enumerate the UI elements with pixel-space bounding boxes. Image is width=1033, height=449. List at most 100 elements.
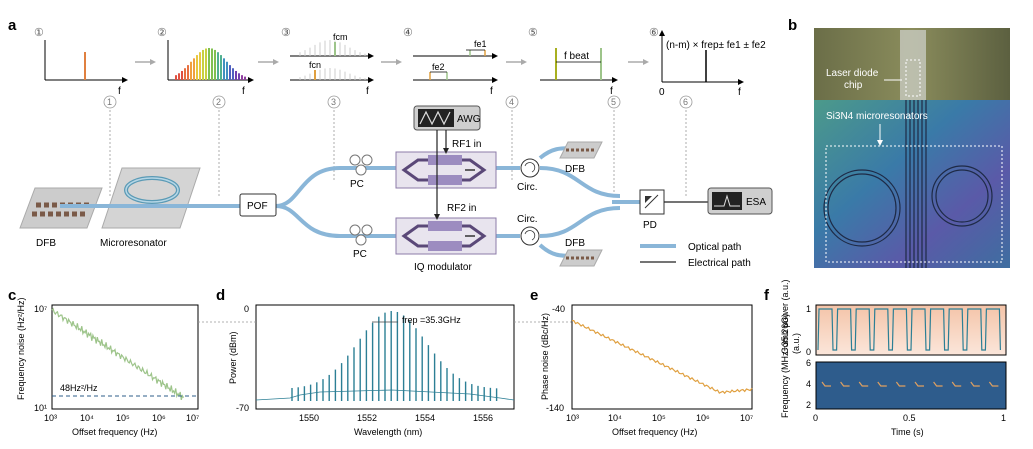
svg-text:6: 6 bbox=[806, 358, 811, 368]
frequency-trace bbox=[970, 381, 980, 387]
svg-text:10⁶: 10⁶ bbox=[152, 413, 166, 423]
arrow-5-6 bbox=[628, 59, 649, 65]
svg-text:10⁴: 10⁴ bbox=[608, 413, 622, 423]
awg-label: AWG bbox=[457, 114, 481, 125]
comb-spectrum-trace bbox=[255, 311, 515, 401]
svg-text:10⁶: 10⁶ bbox=[696, 413, 710, 423]
phase-noise-trace bbox=[572, 320, 753, 395]
c-ytick-top: 10⁷ bbox=[34, 304, 47, 314]
stage-2-spectrum: f bbox=[167, 40, 254, 97]
microresonators-label: Si3N4 microresonators bbox=[826, 111, 928, 122]
svg-text:10³: 10³ bbox=[566, 413, 579, 423]
iq-modulator-top bbox=[395, 151, 497, 189]
rf2-label: RF2 in bbox=[447, 203, 476, 214]
frequency-trace bbox=[840, 381, 850, 387]
e-ylabel: Phase noise (dBc/Hz) bbox=[540, 313, 550, 400]
svg-text:f: f bbox=[738, 87, 741, 98]
svg-text:0: 0 bbox=[659, 87, 665, 98]
panel-f-plot: 1 0 6 4 2 0 0.5 1 Time (s) Comb power (a… bbox=[780, 279, 1007, 437]
svg-text:f: f bbox=[490, 86, 493, 97]
pof-label: POF bbox=[247, 201, 268, 212]
dfb-top-label: DFB bbox=[565, 164, 585, 175]
f-ylabel-top: Comb power (a.u.) bbox=[780, 279, 790, 354]
svg-text:10³: 10³ bbox=[44, 413, 57, 423]
panel-label-e: e bbox=[530, 287, 538, 304]
legend-electrical: Electrical path bbox=[688, 258, 751, 269]
frequency-trace bbox=[858, 381, 869, 387]
svg-text:-40: -40 bbox=[552, 304, 565, 314]
circ-top-label: Circ. bbox=[517, 182, 538, 193]
circ-bottom-label: Circ. bbox=[517, 214, 538, 225]
chip-photo: Laser diode chip Si3N4 microresonators bbox=[814, 28, 1010, 268]
panel-label-d: d bbox=[216, 287, 225, 304]
svg-text:4: 4 bbox=[806, 379, 811, 389]
fbeat-label: f beat bbox=[564, 51, 589, 62]
stage-3-number: ③ bbox=[281, 27, 291, 39]
laser-diode-label: Laser diode bbox=[826, 68, 879, 79]
dfb-bottom-right: DFB bbox=[559, 238, 603, 267]
f-ylabel-top-unit: (a.u.) bbox=[791, 333, 801, 354]
frequency-noise-trace bbox=[51, 307, 185, 401]
frequency-trace bbox=[895, 381, 906, 387]
svg-text:10⁴: 10⁴ bbox=[80, 413, 94, 423]
stage-1-spectrum: f bbox=[44, 40, 128, 97]
arrow-4-5 bbox=[506, 59, 527, 65]
svg-text:0: 0 bbox=[806, 347, 811, 357]
fcn-label: fcn bbox=[309, 60, 321, 70]
f-xlabel: Time (s) bbox=[891, 427, 924, 437]
microresonator-chip: Microresonator bbox=[100, 167, 201, 249]
svg-text:0: 0 bbox=[813, 413, 818, 423]
frequency-trace bbox=[988, 381, 999, 387]
awg: AWG RF1 in RF2 in bbox=[413, 105, 481, 220]
svg-text:f: f bbox=[366, 86, 369, 97]
svg-text:1550: 1550 bbox=[299, 413, 319, 423]
svg-text:0.5: 0.5 bbox=[903, 413, 916, 423]
dfb-left-label: DFB bbox=[36, 238, 56, 249]
svg-text:2: 2 bbox=[216, 97, 221, 107]
panel-e-plot: -40 -140 10³ 10⁴ 10⁵ 10⁶ 10⁷ Offset freq… bbox=[540, 304, 753, 437]
svg-text:f: f bbox=[118, 86, 121, 97]
svg-text:2: 2 bbox=[806, 400, 811, 410]
panel-d-plot: frep =35.3GHz 0 -70 1550 1552 1554 1556 … bbox=[228, 304, 515, 437]
photodetector: PD bbox=[639, 189, 665, 231]
pc-top-label: PC bbox=[350, 179, 364, 190]
microresonator-label: Microresonator bbox=[100, 238, 167, 249]
svg-text:1552: 1552 bbox=[357, 413, 377, 423]
legend-optical: Optical path bbox=[688, 242, 741, 253]
comb-power-trace bbox=[817, 308, 1001, 351]
stage-2-number: ② bbox=[157, 27, 167, 39]
probe-markers: 1 2 3 4 5 6 bbox=[103, 95, 693, 198]
frequency-trace bbox=[821, 381, 831, 387]
svg-text:10⁵: 10⁵ bbox=[116, 413, 130, 423]
stage-6-formula: (n-m) × frep± fe1 ± fe2 bbox=[666, 40, 766, 51]
iq-modulator-label: IQ modulator bbox=[414, 262, 472, 273]
d-annotation: frep =35.3GHz bbox=[402, 315, 461, 325]
frequency-trace bbox=[914, 381, 924, 387]
stage-6-number: ⑥ bbox=[649, 27, 659, 39]
frequency-trace bbox=[877, 381, 887, 387]
panel-label-a: a bbox=[8, 17, 17, 34]
arrow-1-2 bbox=[135, 59, 156, 65]
dfb-top-right: DFB bbox=[559, 141, 603, 175]
svg-text:1: 1 bbox=[107, 97, 112, 107]
panel-c-plot: 48Hz²/Hz 10⁷ 10¹ 10³ 10⁴ 10⁵ 10⁶ 10⁷ Off… bbox=[16, 297, 199, 437]
svg-text:5: 5 bbox=[611, 97, 616, 107]
d-ylabel: Power (dBm) bbox=[228, 331, 238, 384]
c-ytick-bottom: 10¹ bbox=[34, 403, 47, 413]
circulator-bottom: Circ. bbox=[517, 214, 540, 246]
stage-numbers: ① ② ③ ④ ⑤ ⑥ bbox=[34, 27, 659, 39]
stage-4-spectrum: fe1 fe2 f bbox=[413, 39, 498, 97]
stage-3-spectrum: fcm fcn f bbox=[290, 32, 374, 97]
svg-text:1: 1 bbox=[806, 304, 811, 314]
pc-bottom-label: PC bbox=[353, 249, 367, 260]
svg-text:3: 3 bbox=[331, 97, 336, 107]
svg-text:6: 6 bbox=[683, 97, 688, 107]
esa-label: ESA bbox=[746, 197, 766, 208]
svg-text:1556: 1556 bbox=[473, 413, 493, 423]
stage-6-spectrum: (n-m) × frep± fe1 ± fe2 0 f bbox=[659, 30, 766, 98]
noise-floor bbox=[255, 389, 515, 401]
pc-bottom: PC bbox=[349, 224, 373, 260]
panel-label-b: b bbox=[788, 17, 797, 34]
iq-modulator-bottom: IQ modulator bbox=[395, 217, 497, 273]
